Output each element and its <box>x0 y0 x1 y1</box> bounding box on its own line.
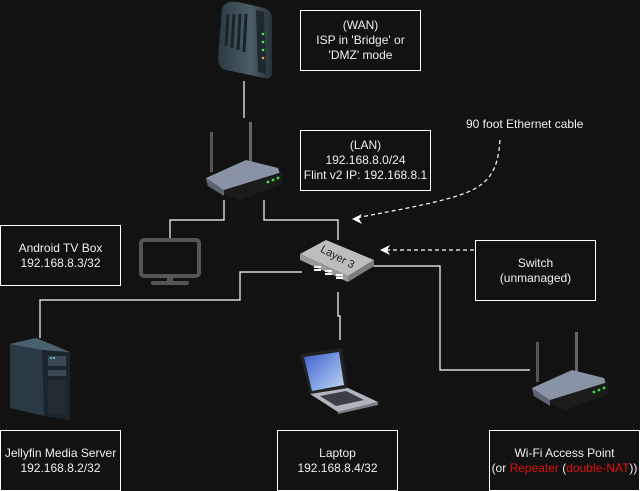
lan-label-box: (LAN) 192.168.8.0/24 Flint v2 IP: 192.16… <box>300 130 431 191</box>
ap-line-2-mid: ( <box>558 460 567 475</box>
wan-label-box: (WAN) ISP in 'Bridge' or 'DMZ' mode <box>300 10 421 71</box>
switch-line-2: (unmanaged) <box>499 270 572 285</box>
wan-line-3: 'DMZ' mode <box>328 48 393 62</box>
switch-label-box: Switch (unmanaged) <box>475 240 596 301</box>
server-label-box: Jellyfin Media Server 192.168.8.2/32 <box>0 430 121 491</box>
access-point-label-box: Wi-Fi Access Point (or Repeater (double-… <box>489 430 640 491</box>
ap-line-2-prefix: (or <box>491 460 510 475</box>
laptop-label-box: Laptop 192.168.8.4/32 <box>277 430 398 491</box>
tv-box-line-1: Android TV Box <box>18 240 103 255</box>
lan-line-1: (LAN) <box>349 138 382 152</box>
cable-note-label: 90 foot Ethernet cable <box>466 117 584 131</box>
lan-line-2: 192.168.8.0/24 <box>325 153 406 167</box>
wire-switch-laptop <box>337 292 341 340</box>
laptop-line-1: Laptop <box>319 445 356 460</box>
ap-line-2-suffix: )) <box>629 460 638 475</box>
cable-modem-icon <box>218 1 272 79</box>
server-line-1: Jellyfin Media Server <box>4 445 117 460</box>
tv-box-label-box: Android TV Box 192.168.8.3/32 <box>0 225 121 286</box>
monitor-icon <box>139 238 201 285</box>
tower-server-icon <box>10 338 70 420</box>
laptop-icon <box>300 348 378 414</box>
tv-box-line-2: 192.168.8.3/32 <box>20 255 101 270</box>
ap-line-2: (or Repeater (double-NAT)) <box>492 461 638 476</box>
laptop-line-2: 192.168.8.4/32 <box>297 460 378 475</box>
wire-switch-ap <box>370 265 530 371</box>
layer3-switch-icon: Layer 3 <box>300 240 374 282</box>
wire-router-switch <box>263 200 339 240</box>
wire-switch-server <box>39 271 302 338</box>
ap-double-nat-text: double-NAT <box>566 460 630 475</box>
wireless-router-icon <box>532 332 608 410</box>
wan-line-2: ISP in 'Bridge' or <box>316 33 405 47</box>
wire-router-tv <box>169 200 225 240</box>
lan-line-3: Flint v2 IP: 192.168.8.1 <box>303 168 428 182</box>
cable-note-arrow <box>355 139 501 219</box>
wireless-router-icon <box>206 122 282 200</box>
server-line-2: 192.168.8.2/32 <box>20 460 101 475</box>
ap-repeater-text: Repeater <box>509 460 559 475</box>
switch-line-1: Switch <box>517 255 554 270</box>
ap-line-1: Wi-Fi Access Point <box>514 445 615 460</box>
wan-line-1: (WAN) <box>342 18 379 32</box>
